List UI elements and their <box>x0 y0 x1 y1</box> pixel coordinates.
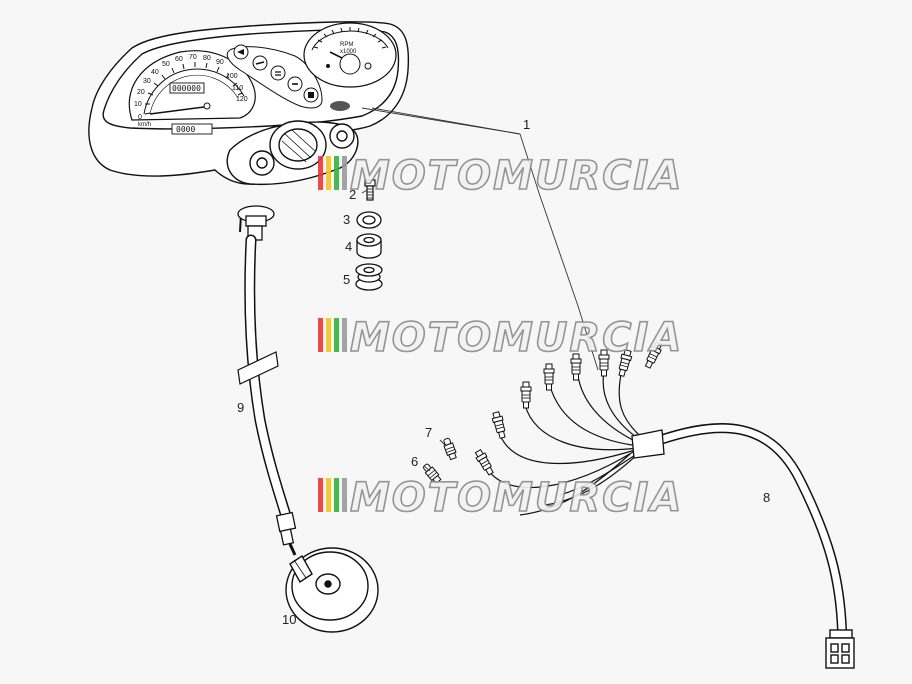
speed-scale-80: 80 <box>203 55 211 62</box>
turn-signal-indicator-icon <box>270 65 286 81</box>
callout-2: 2 <box>349 187 356 202</box>
watermark-text-bottom: MOTOMURCIA <box>350 475 683 521</box>
speed-scale-20: 20 <box>137 89 145 96</box>
tacho-unit-multiplier: x1000 <box>340 49 357 55</box>
harness-socket-4 <box>543 363 555 391</box>
part-2-screw <box>364 179 376 201</box>
speedometer-dial: 0 10 20 30 40 50 60 70 80 90 100 110 120… <box>128 50 256 135</box>
part-3-washer <box>356 211 382 229</box>
speed-scale-100: 100 <box>226 73 238 80</box>
speed-scale-40: 40 <box>151 69 159 76</box>
watermark-top: MOTOMURCIA <box>318 152 683 200</box>
speed-scale-90: 90 <box>216 59 224 66</box>
speed-scale-70: 70 <box>189 54 197 61</box>
callout-7: 7 <box>425 425 432 440</box>
harness-socket-6 <box>490 410 508 440</box>
speed-scale-10: 10 <box>134 101 142 108</box>
part-4-spacer <box>356 233 382 259</box>
harness-socket-5 <box>520 381 532 409</box>
speed-scale-0: 0 <box>138 114 142 121</box>
speed-scale-50: 50 <box>162 61 170 68</box>
tacho-unit-rpm: RPM <box>340 42 353 48</box>
callout-10: 10 <box>282 612 296 627</box>
speed-scale-60: 60 <box>175 56 183 63</box>
small-indicator-lamp <box>330 101 350 111</box>
callout-5: 5 <box>343 272 350 287</box>
speed-scale-110: 110 <box>232 85 243 92</box>
watermark-text-middle: MOTOMURCIA <box>350 315 683 361</box>
harness-connector <box>825 629 855 669</box>
warning-light-panel <box>226 44 323 109</box>
tachometer-dial: RPM x1000 <box>303 22 397 88</box>
callout-9: 9 <box>237 400 244 415</box>
speed-scale-120: 120 <box>236 96 248 103</box>
callout-1: 1 <box>523 117 530 132</box>
callout-8: 8 <box>763 490 770 505</box>
part-9-speedometer-cable <box>237 205 297 556</box>
harness-socket-7 <box>473 448 496 477</box>
callout-6: 6 <box>411 454 418 469</box>
watermark-text-top: MOTOMURCIA <box>350 153 683 199</box>
watermark-middle: MOTOMURCIA <box>318 314 683 362</box>
part-8-wiring-harness <box>487 369 847 635</box>
watermark-bottom: MOTOMURCIA <box>318 474 683 522</box>
odometer-readout: 000000 <box>172 84 201 93</box>
callout-3: 3 <box>343 212 350 227</box>
speed-scale-30: 30 <box>143 78 151 85</box>
part-5-grommet <box>355 263 383 291</box>
leader-lines <box>361 107 599 472</box>
trip-readout: 0000 <box>176 125 195 134</box>
callout-4: 4 <box>345 239 352 254</box>
part-7-bulb <box>441 436 459 461</box>
part-10-speedometer-drive <box>285 547 379 633</box>
speed-unit-label: km/h <box>138 122 151 128</box>
